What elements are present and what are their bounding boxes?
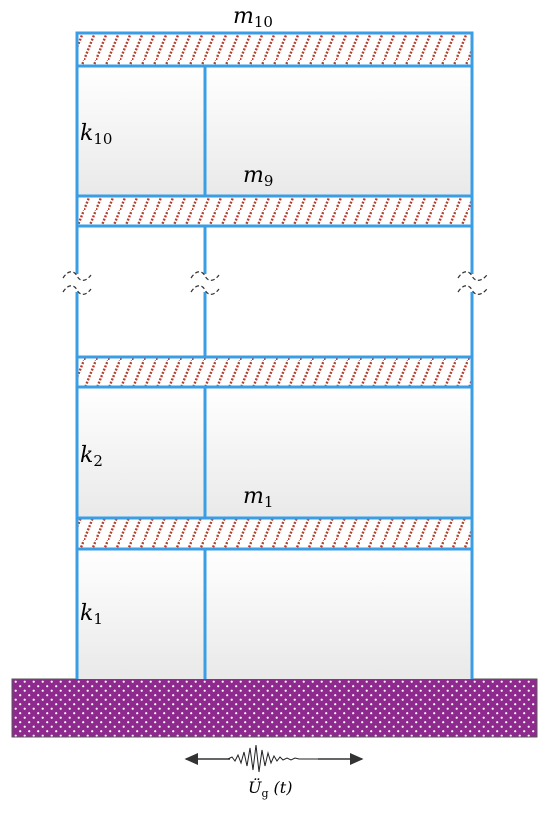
story-10-panel <box>77 66 472 196</box>
label-k2-base: k <box>80 443 93 468</box>
slab-m1 <box>75 516 474 551</box>
slab-m9 <box>75 194 474 228</box>
break-marker-middle <box>190 271 220 295</box>
ground-base <box>11 678 538 738</box>
slab-m2 <box>75 355 474 389</box>
story-9-panel <box>77 226 472 357</box>
slab-m10 <box>75 31 474 68</box>
seismic-trace <box>227 744 318 773</box>
label-m10-base: m <box>233 4 254 29</box>
break-marker-left <box>62 271 92 295</box>
label-m1-base: m <box>243 484 264 509</box>
story-1-panel <box>77 549 472 679</box>
label-m10: m10 <box>233 4 273 31</box>
break-marker-right <box>457 271 488 295</box>
label-m9-sub: 9 <box>264 172 274 190</box>
label-m10-sub: 10 <box>254 13 273 31</box>
label-m1-sub: 1 <box>264 493 274 511</box>
label-k2-sub: 2 <box>93 452 103 470</box>
label-m9: m9 <box>243 163 273 190</box>
label-ground-accel-arg: (t) <box>274 778 293 797</box>
label-ground-accel-sub: g <box>261 787 268 800</box>
label-k10: k10 <box>80 121 112 148</box>
label-k10-base: k <box>80 121 93 146</box>
label-k10-sub: 10 <box>93 130 112 148</box>
label-ground-accel-base: Ü <box>248 777 262 797</box>
label-ground-accel: Üg (t) <box>248 777 292 800</box>
label-k1: k1 <box>80 601 103 628</box>
story-2-panel <box>77 387 472 518</box>
label-k1-sub: 1 <box>93 610 103 628</box>
label-m9-base: m <box>243 163 264 188</box>
label-k1-base: k <box>80 601 93 626</box>
label-k2: k2 <box>80 443 103 470</box>
label-m1: m1 <box>243 484 273 511</box>
